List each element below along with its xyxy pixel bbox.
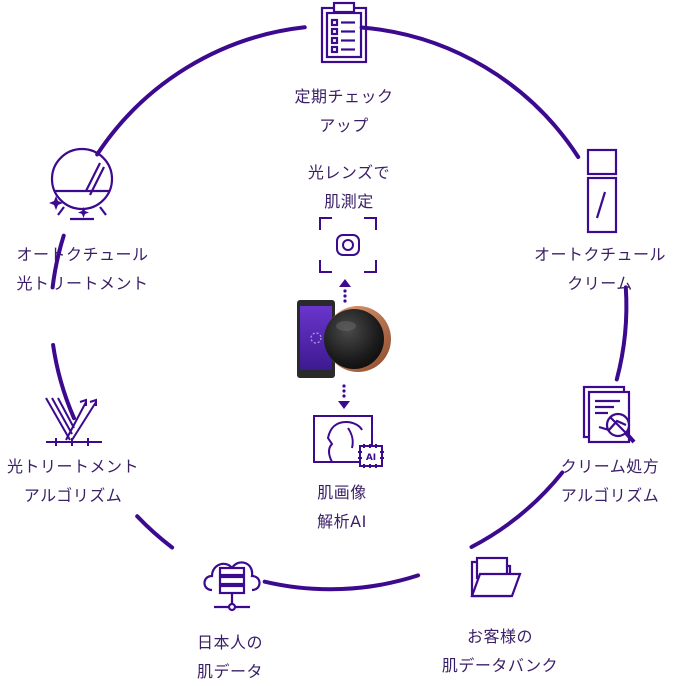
- center-measure-label: 光レンズで肌測定: [307, 163, 391, 211]
- cloud-database-icon: [203, 561, 261, 612]
- open-folder-icon: [470, 556, 522, 598]
- cream-bottle-icon: [586, 148, 618, 234]
- smartphone-lens-device-icon: [297, 300, 391, 378]
- node-cream-label: オートクチュールクリーム: [533, 245, 666, 293]
- node-japanese-skin-data-label: 日本人の肌データ: [196, 633, 263, 681]
- arrow-up-icon: [339, 279, 351, 303]
- node-light-treatment-label: オートクチュール光トリートメント: [16, 245, 149, 293]
- ai-face-image-icon: AI: [313, 415, 384, 468]
- node-cream-algorithm-label: クリーム処方アルゴリズム: [560, 457, 660, 505]
- mirror-orb-icon: [49, 147, 114, 221]
- node-customer-databank-label: お客様の肌データバンク: [441, 627, 559, 675]
- node-checkup-label: 定期チェックアップ: [294, 87, 394, 135]
- arrow-down-icon: [338, 384, 350, 409]
- node-light-algorithm-label: 光トリートメントアルゴリズム: [6, 457, 139, 505]
- clipboard-checklist-icon: [320, 1, 368, 64]
- ai-chip-text: AI: [366, 453, 376, 463]
- document-magnifier-icon: [582, 385, 636, 444]
- center-analysis-label: 肌画像解析AI: [317, 483, 367, 531]
- scan-frame-icon: [319, 217, 377, 273]
- light-rays-icon: [45, 397, 102, 446]
